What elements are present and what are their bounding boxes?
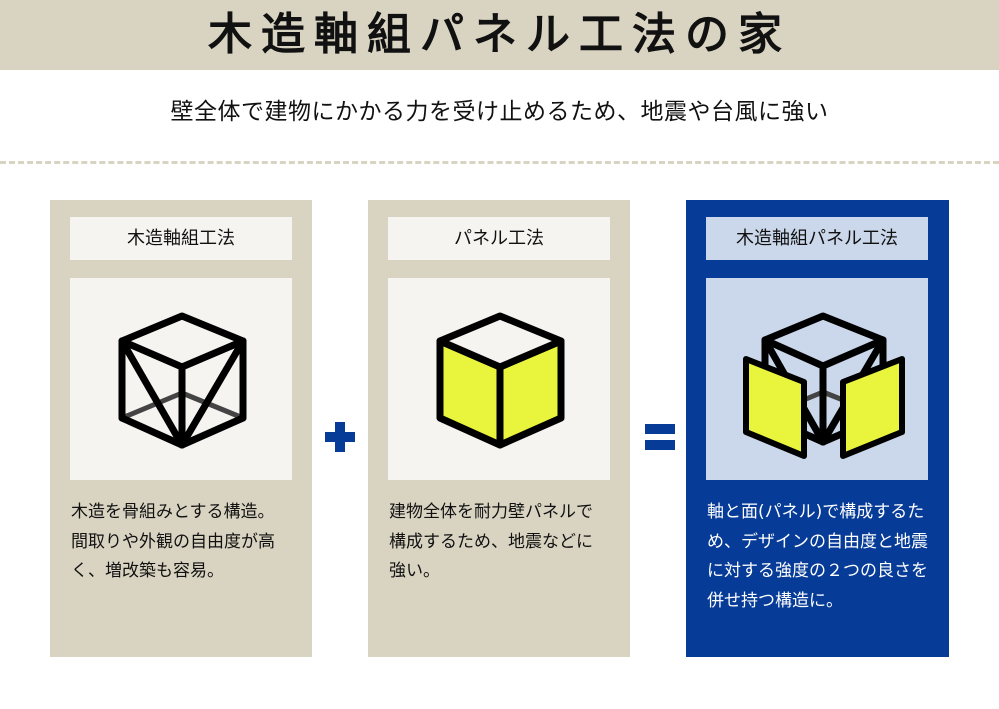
card-wood-frame-method: 木造軸組工法 木造を骨組みとする構造。間取りや外観の自由度が高く、増改築も容易。 (50, 200, 312, 657)
card-description: 木造を骨組みとする構造。間取りや外観の自由度が高く、増改築も容易。 (71, 502, 275, 581)
card-description: 軸と面(パネル)で構成するため、デザインの自由度と地震に対する強度の２つの良さを… (707, 502, 928, 611)
braced-frame-cube-icon (118, 312, 247, 449)
title-band (0, 0, 999, 70)
card-illustration (706, 278, 928, 480)
card-title: 木造軸組工法 (70, 217, 292, 260)
plus-icon (323, 420, 357, 454)
card-description: 建物全体を耐力壁パネルで構成するため、地震などに強い。 (389, 502, 593, 581)
card-illustration (70, 278, 292, 480)
card-title: 木造軸組パネル工法 (706, 217, 928, 260)
card-title: パネル工法 (388, 217, 610, 260)
card-wood-frame-panel-method: 木造軸組パネル工法 軸と面(パネル)で構成するため、デザインの自 (686, 200, 949, 657)
card-illustration (388, 278, 610, 480)
dashed-divider (0, 161, 999, 164)
card-panel-method: パネル工法 建物全体を耐力壁パネルで構成するため、地震などに強い。 (368, 200, 630, 657)
page-subtitle: 壁全体で建物にかかる力を受け止めるため、地震や台風に強い (170, 99, 829, 125)
panel-cube-icon (436, 312, 565, 449)
page-title: 木造軸組パネル工法の家 (208, 9, 791, 60)
frame-with-panels-cube-icon (743, 312, 905, 459)
equals-icon (643, 420, 677, 454)
